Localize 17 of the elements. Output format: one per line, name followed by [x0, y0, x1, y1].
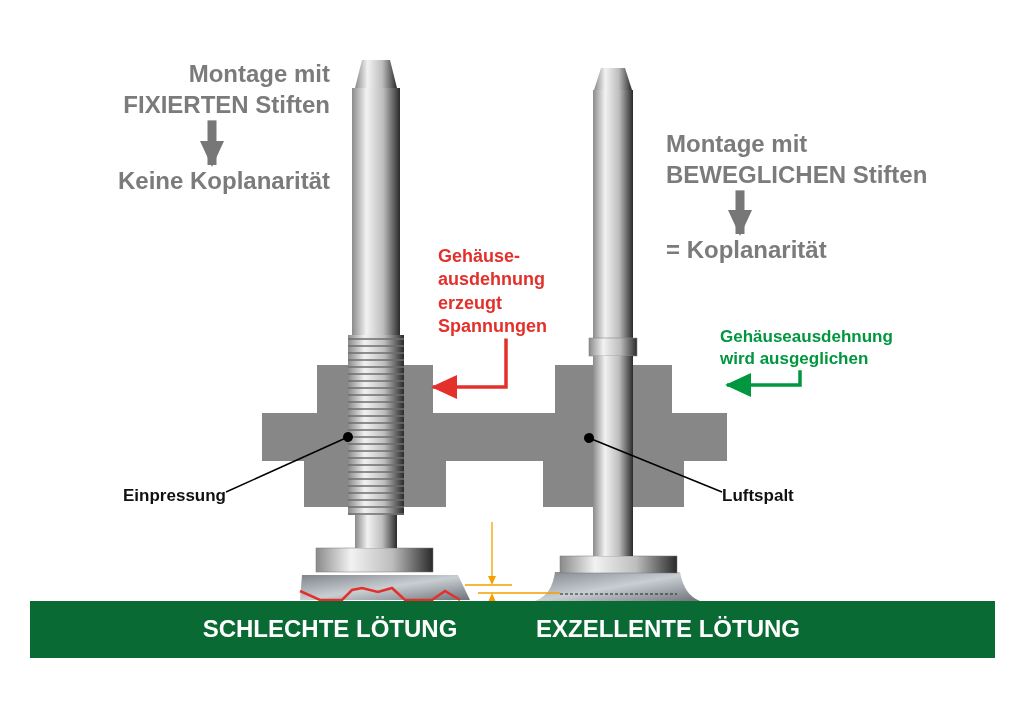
- ground-band: [30, 601, 995, 658]
- arrow: [725, 370, 802, 397]
- title-text: = Koplanarität: [666, 234, 886, 266]
- arrow: [728, 190, 752, 236]
- leader-label: Luftspalt: [722, 485, 812, 508]
- title-text: Montage mit BEWEGLICHEN Stiften: [666, 128, 966, 191]
- arrow: [431, 338, 508, 399]
- annotation-text: Gehäuseausdehnung wird ausgeglichen: [720, 326, 920, 371]
- caption-text: EXZELLENTE LÖTUNG: [536, 615, 800, 643]
- leader-label: Einpressung: [108, 485, 226, 508]
- caption-text: SCHLECHTE LÖTUNG: [202, 615, 458, 643]
- title-text: Montage mit FIXIERTEN Stiften: [100, 58, 330, 121]
- arrow: [200, 120, 224, 167]
- leader-line: [584, 433, 723, 493]
- leader-line: [225, 432, 353, 493]
- annotation-text: Gehäuse-ausdehnung erzeugt Spannungen: [438, 245, 560, 339]
- title-text: Keine Koplanarität: [30, 165, 330, 197]
